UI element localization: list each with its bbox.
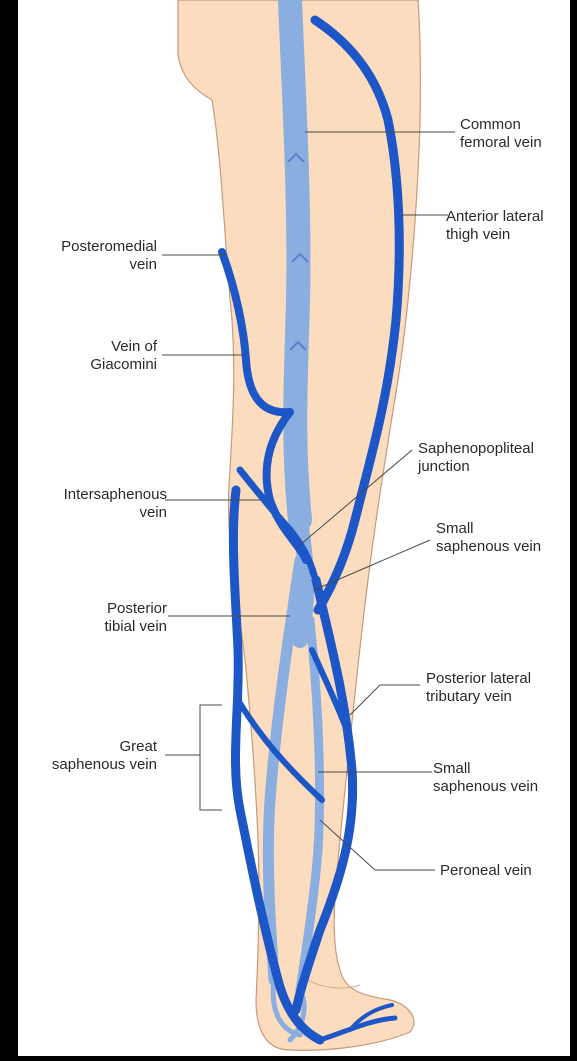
label-saphenopopliteal-junction: Saphenopopliteal junction (418, 440, 534, 476)
label-posteromedial-vein: Posteromedial vein (61, 238, 157, 274)
label-posterior-tibial-vein: Posterior tibial vein (104, 600, 167, 636)
right-black-border (570, 0, 577, 1056)
label-small-saphenous-vein-lower: Small saphenous vein (433, 760, 538, 796)
label-intersaphenous-vein: Intersaphenous vein (64, 486, 167, 522)
label-small-saphenous-vein-upper: Small saphenous vein (436, 520, 541, 556)
label-posterior-lateral-tributary-vein: Posterior lateral tributary vein (426, 670, 531, 706)
label-anterior-lateral-thigh-vein: Anterior lateral thigh vein (446, 208, 544, 244)
label-great-saphenous-vein: Great saphenous vein (52, 738, 157, 774)
label-peroneal-vein: Peroneal vein (440, 862, 532, 880)
label-common-femoral-vein: Common femoral vein (460, 116, 542, 152)
label-vein-of-giacomini: Vein of Giacomini (90, 338, 157, 374)
left-black-border (0, 0, 18, 1056)
